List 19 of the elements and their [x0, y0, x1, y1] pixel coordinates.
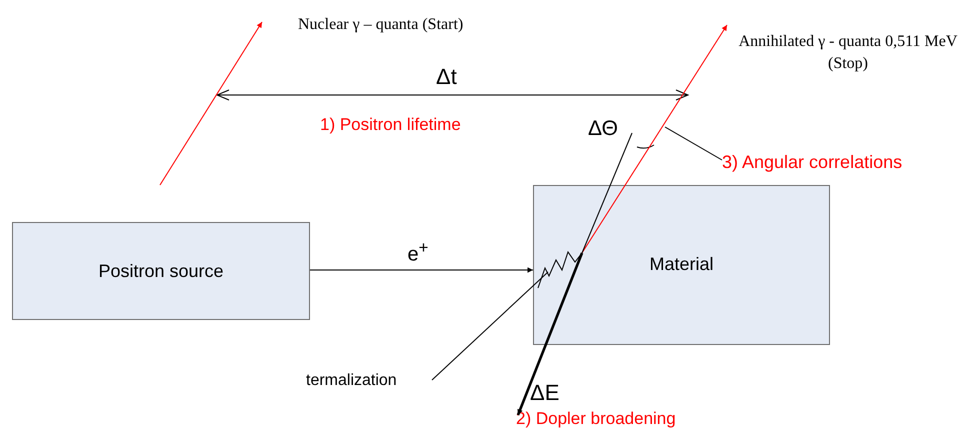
box-label: Positron source — [98, 260, 224, 282]
leader-line — [582, 132, 632, 254]
arrow — [516, 252, 584, 416]
material-box — [533, 185, 830, 345]
gamma-label: Nuclear γ – quanta (Start) — [262, 12, 526, 38]
leader-line — [432, 272, 548, 380]
gamma-label: Annihilated γ - quanta 0,511 MeV (Stop) — [727, 25, 965, 81]
leader-line — [664, 126, 722, 160]
box-label: Material — [649, 254, 714, 275]
arrow — [310, 267, 534, 273]
arrow — [582, 24, 728, 254]
method-label: 3) Angular correlations — [722, 150, 944, 174]
edge-label: e$^{+}$ — [408, 238, 428, 267]
source-box — [12, 222, 310, 320]
angle-label: ΔΘ — [588, 117, 618, 141]
arrow — [160, 22, 262, 186]
process-label: termalization — [306, 370, 432, 392]
time-label: Δt — [436, 64, 457, 90]
method-label: 1) Positron lifetime — [320, 115, 461, 135]
